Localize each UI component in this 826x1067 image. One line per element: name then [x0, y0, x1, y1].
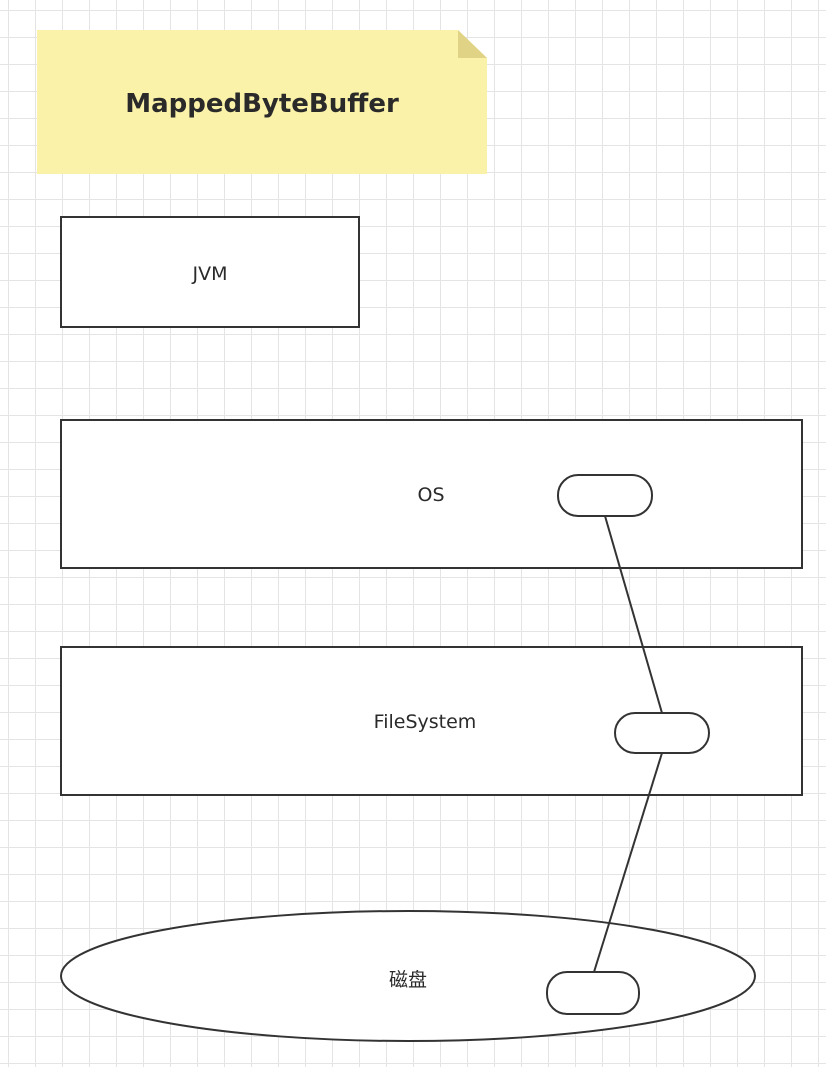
sticky-note-fold [458, 30, 487, 58]
disk-mapping-node[interactable] [546, 971, 640, 1015]
connector-os-to-filesystem[interactable] [604, 515, 663, 714]
disk-label: 磁盘 [389, 969, 427, 991]
jvm-box-border [60, 216, 360, 328]
filesystem-mapping-node[interactable] [614, 712, 710, 754]
os-mapping-node[interactable] [557, 474, 653, 517]
os-label: OS [417, 484, 444, 506]
disk-ellipse[interactable]: 磁盘 [60, 910, 756, 1042]
jvm-label: JVM [192, 263, 228, 285]
sticky-note-title: MappedByteBuffer [125, 89, 399, 119]
filesystem-label: FileSystem [374, 711, 477, 733]
sticky-note-body [37, 30, 487, 174]
os-box-border [60, 419, 803, 569]
connector-filesystem-to-disk[interactable] [593, 752, 663, 973]
jvm-box[interactable]: JVM [60, 216, 360, 328]
os-box[interactable]: OS [60, 419, 803, 569]
sticky-note[interactable]: MappedByteBuffer [37, 30, 487, 174]
